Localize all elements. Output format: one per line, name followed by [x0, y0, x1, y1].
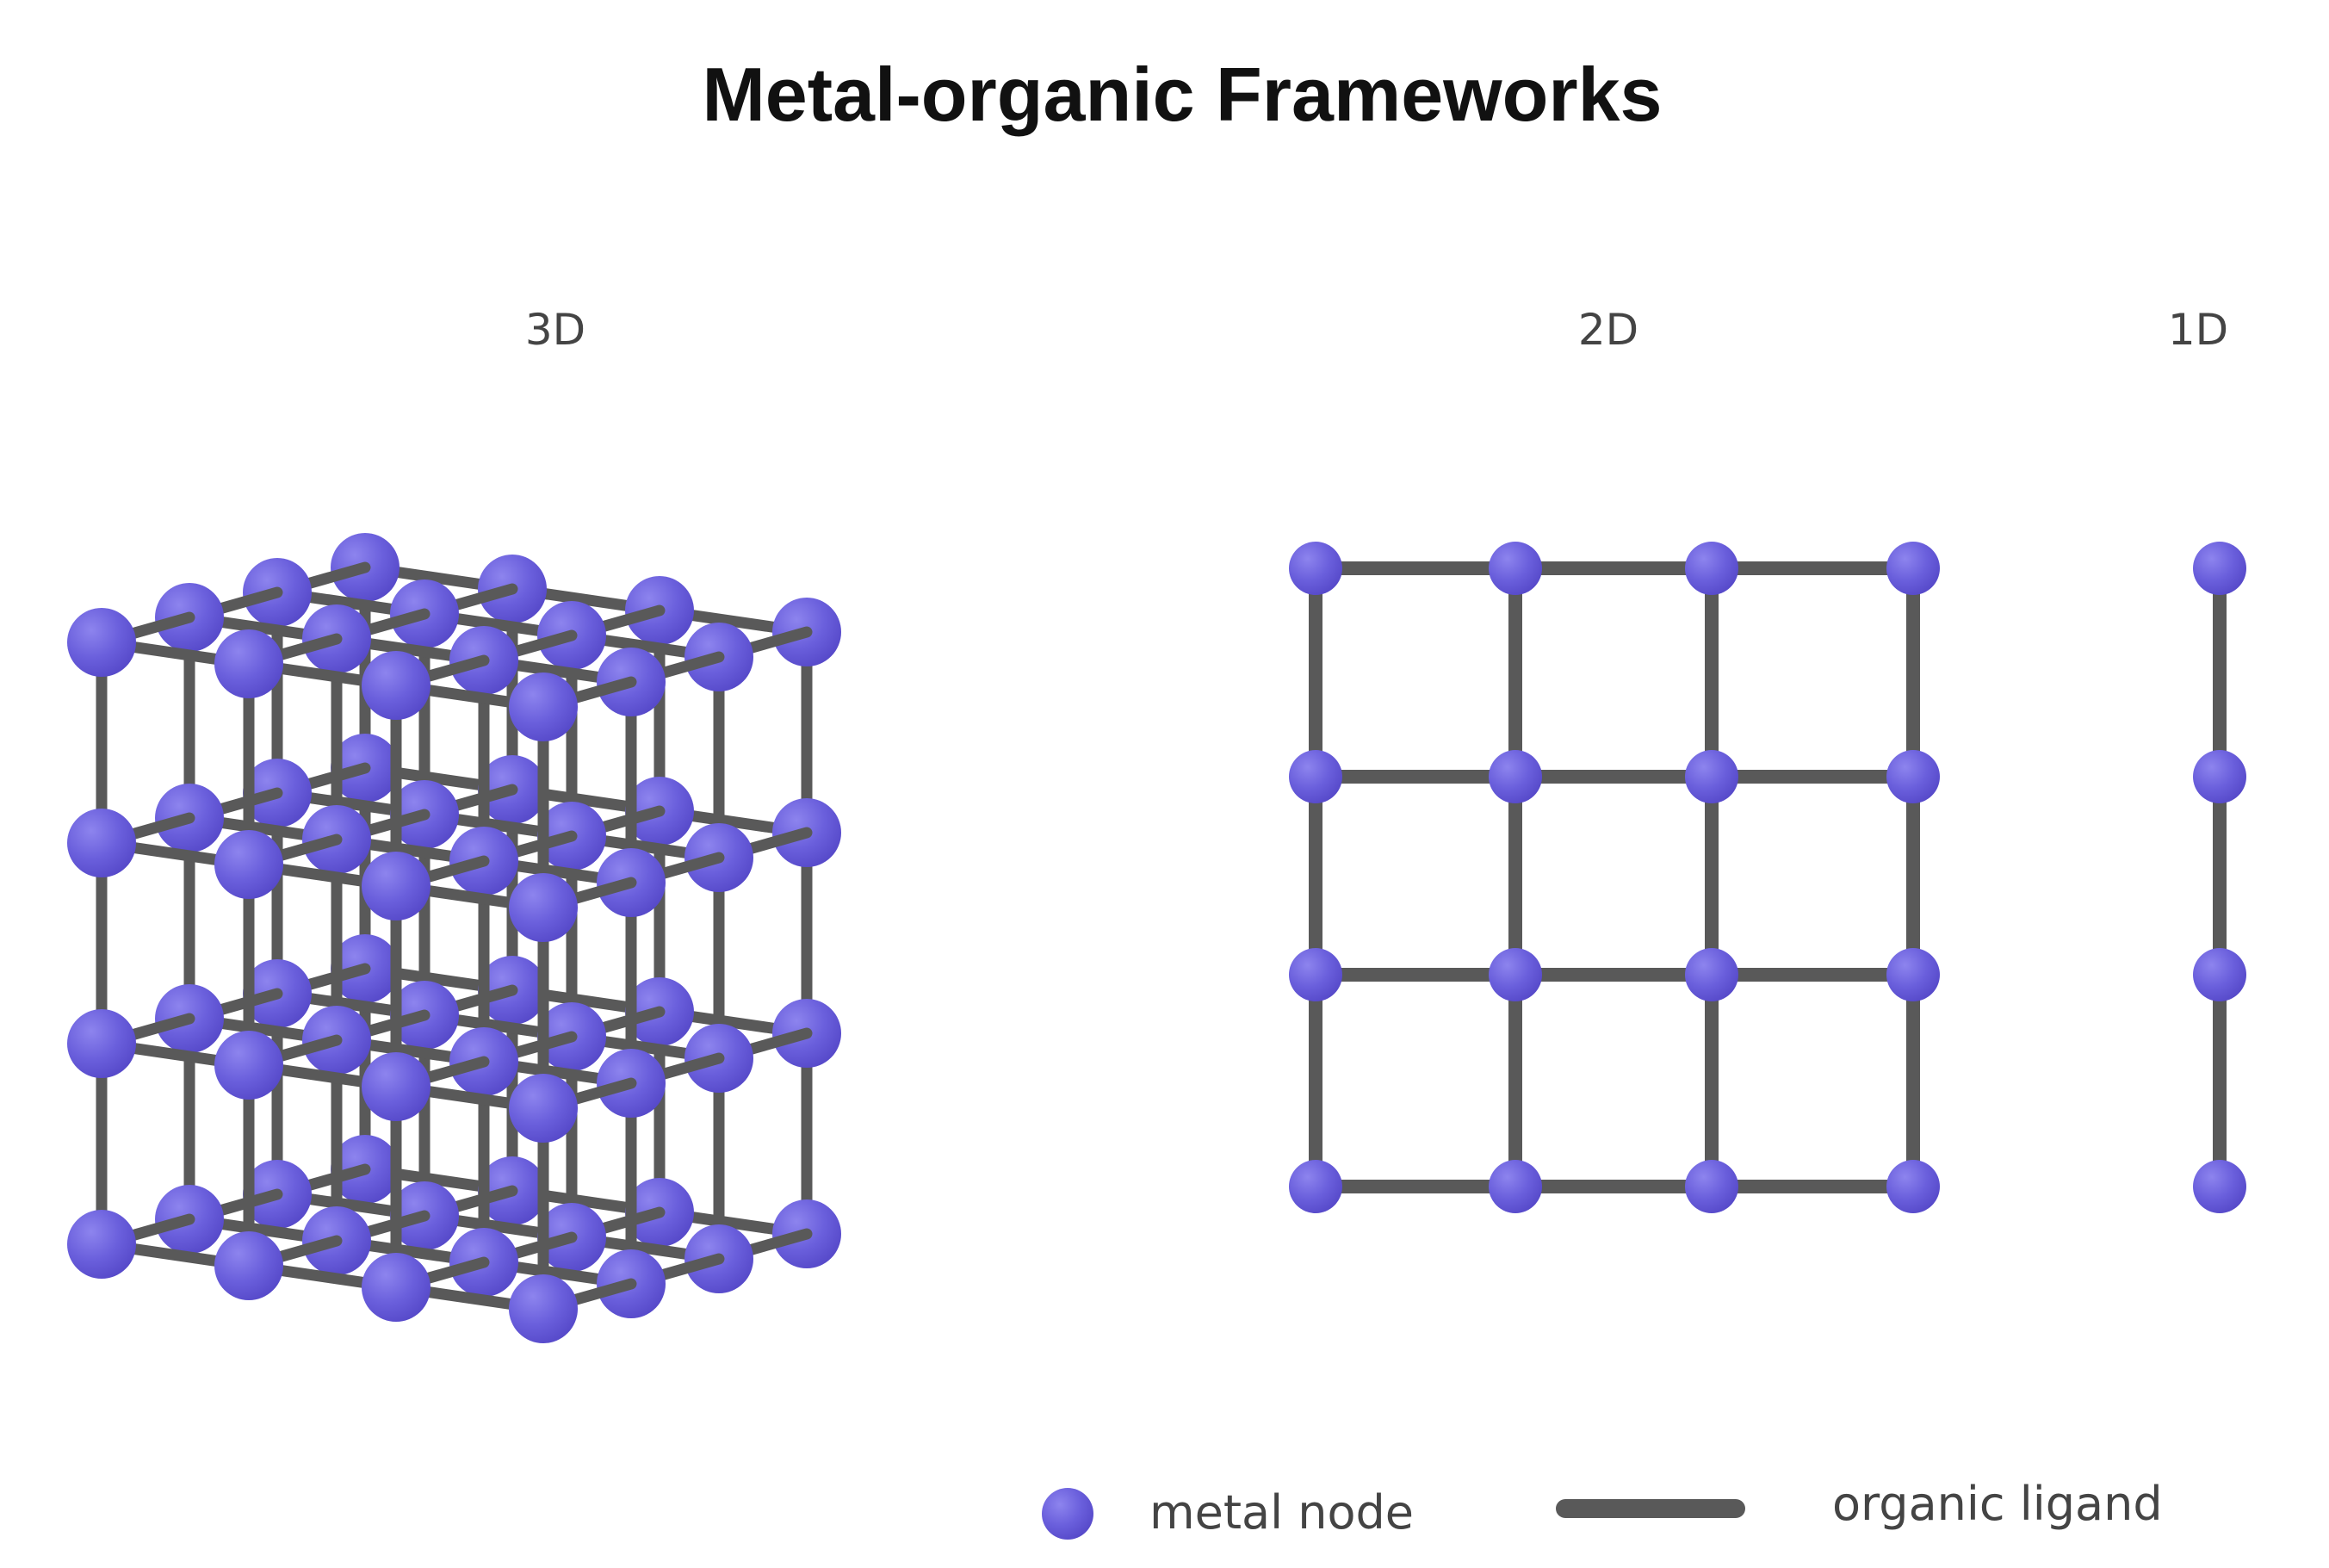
metal-node	[1886, 542, 1940, 595]
metal-node	[362, 852, 430, 920]
metal-node	[214, 830, 283, 899]
metal-node	[1289, 542, 1342, 595]
metal-node	[1489, 542, 1542, 595]
metal-node	[214, 629, 283, 698]
metal-node	[1289, 948, 1342, 1001]
metal-node	[67, 1009, 136, 1078]
metal-node	[509, 672, 578, 741]
metal-node	[362, 651, 430, 720]
metal-node	[1489, 750, 1542, 803]
metal-node	[509, 1074, 578, 1143]
metal-node	[2193, 948, 2246, 1001]
metal-node	[67, 608, 136, 677]
metal-node	[214, 1231, 283, 1300]
metal-node	[1886, 948, 1940, 1001]
metal-node	[1685, 1160, 1738, 1213]
metal-node	[1489, 948, 1542, 1001]
metal-node	[1489, 1160, 1542, 1213]
framework-2d	[1289, 542, 1940, 1213]
metal-node	[67, 1210, 136, 1279]
legend-ligand-label: organic ligand	[1832, 1477, 2163, 1531]
panel-label-3d: 3D	[525, 305, 585, 355]
metal-node	[362, 1253, 430, 1322]
metal-node	[2193, 750, 2246, 803]
diagram-title: Metal-organic Frameworks	[703, 52, 1663, 137]
metal-node	[2193, 1160, 2246, 1213]
framework-3d	[67, 533, 841, 1343]
metal-node	[362, 1052, 430, 1121]
legend: metal node organic ligand	[1042, 1477, 2163, 1540]
legend-node-swatch	[1042, 1488, 1093, 1540]
metal-node	[1886, 1160, 1940, 1213]
metal-node	[1886, 750, 1940, 803]
metal-node	[509, 1274, 578, 1343]
metal-node	[1289, 750, 1342, 803]
framework-1d	[2193, 542, 2246, 1213]
metal-node	[67, 809, 136, 877]
panel-label-2d: 2D	[1578, 305, 1638, 355]
panel-label-1d: 1D	[2168, 305, 2228, 355]
legend-node-label: metal node	[1149, 1485, 1414, 1540]
metal-node	[509, 873, 578, 942]
metal-node	[2193, 542, 2246, 595]
metal-node	[1685, 948, 1738, 1001]
metal-node	[214, 1031, 283, 1100]
metal-node	[1685, 542, 1738, 595]
metal-node	[1289, 1160, 1342, 1213]
metal-node	[1685, 750, 1738, 803]
